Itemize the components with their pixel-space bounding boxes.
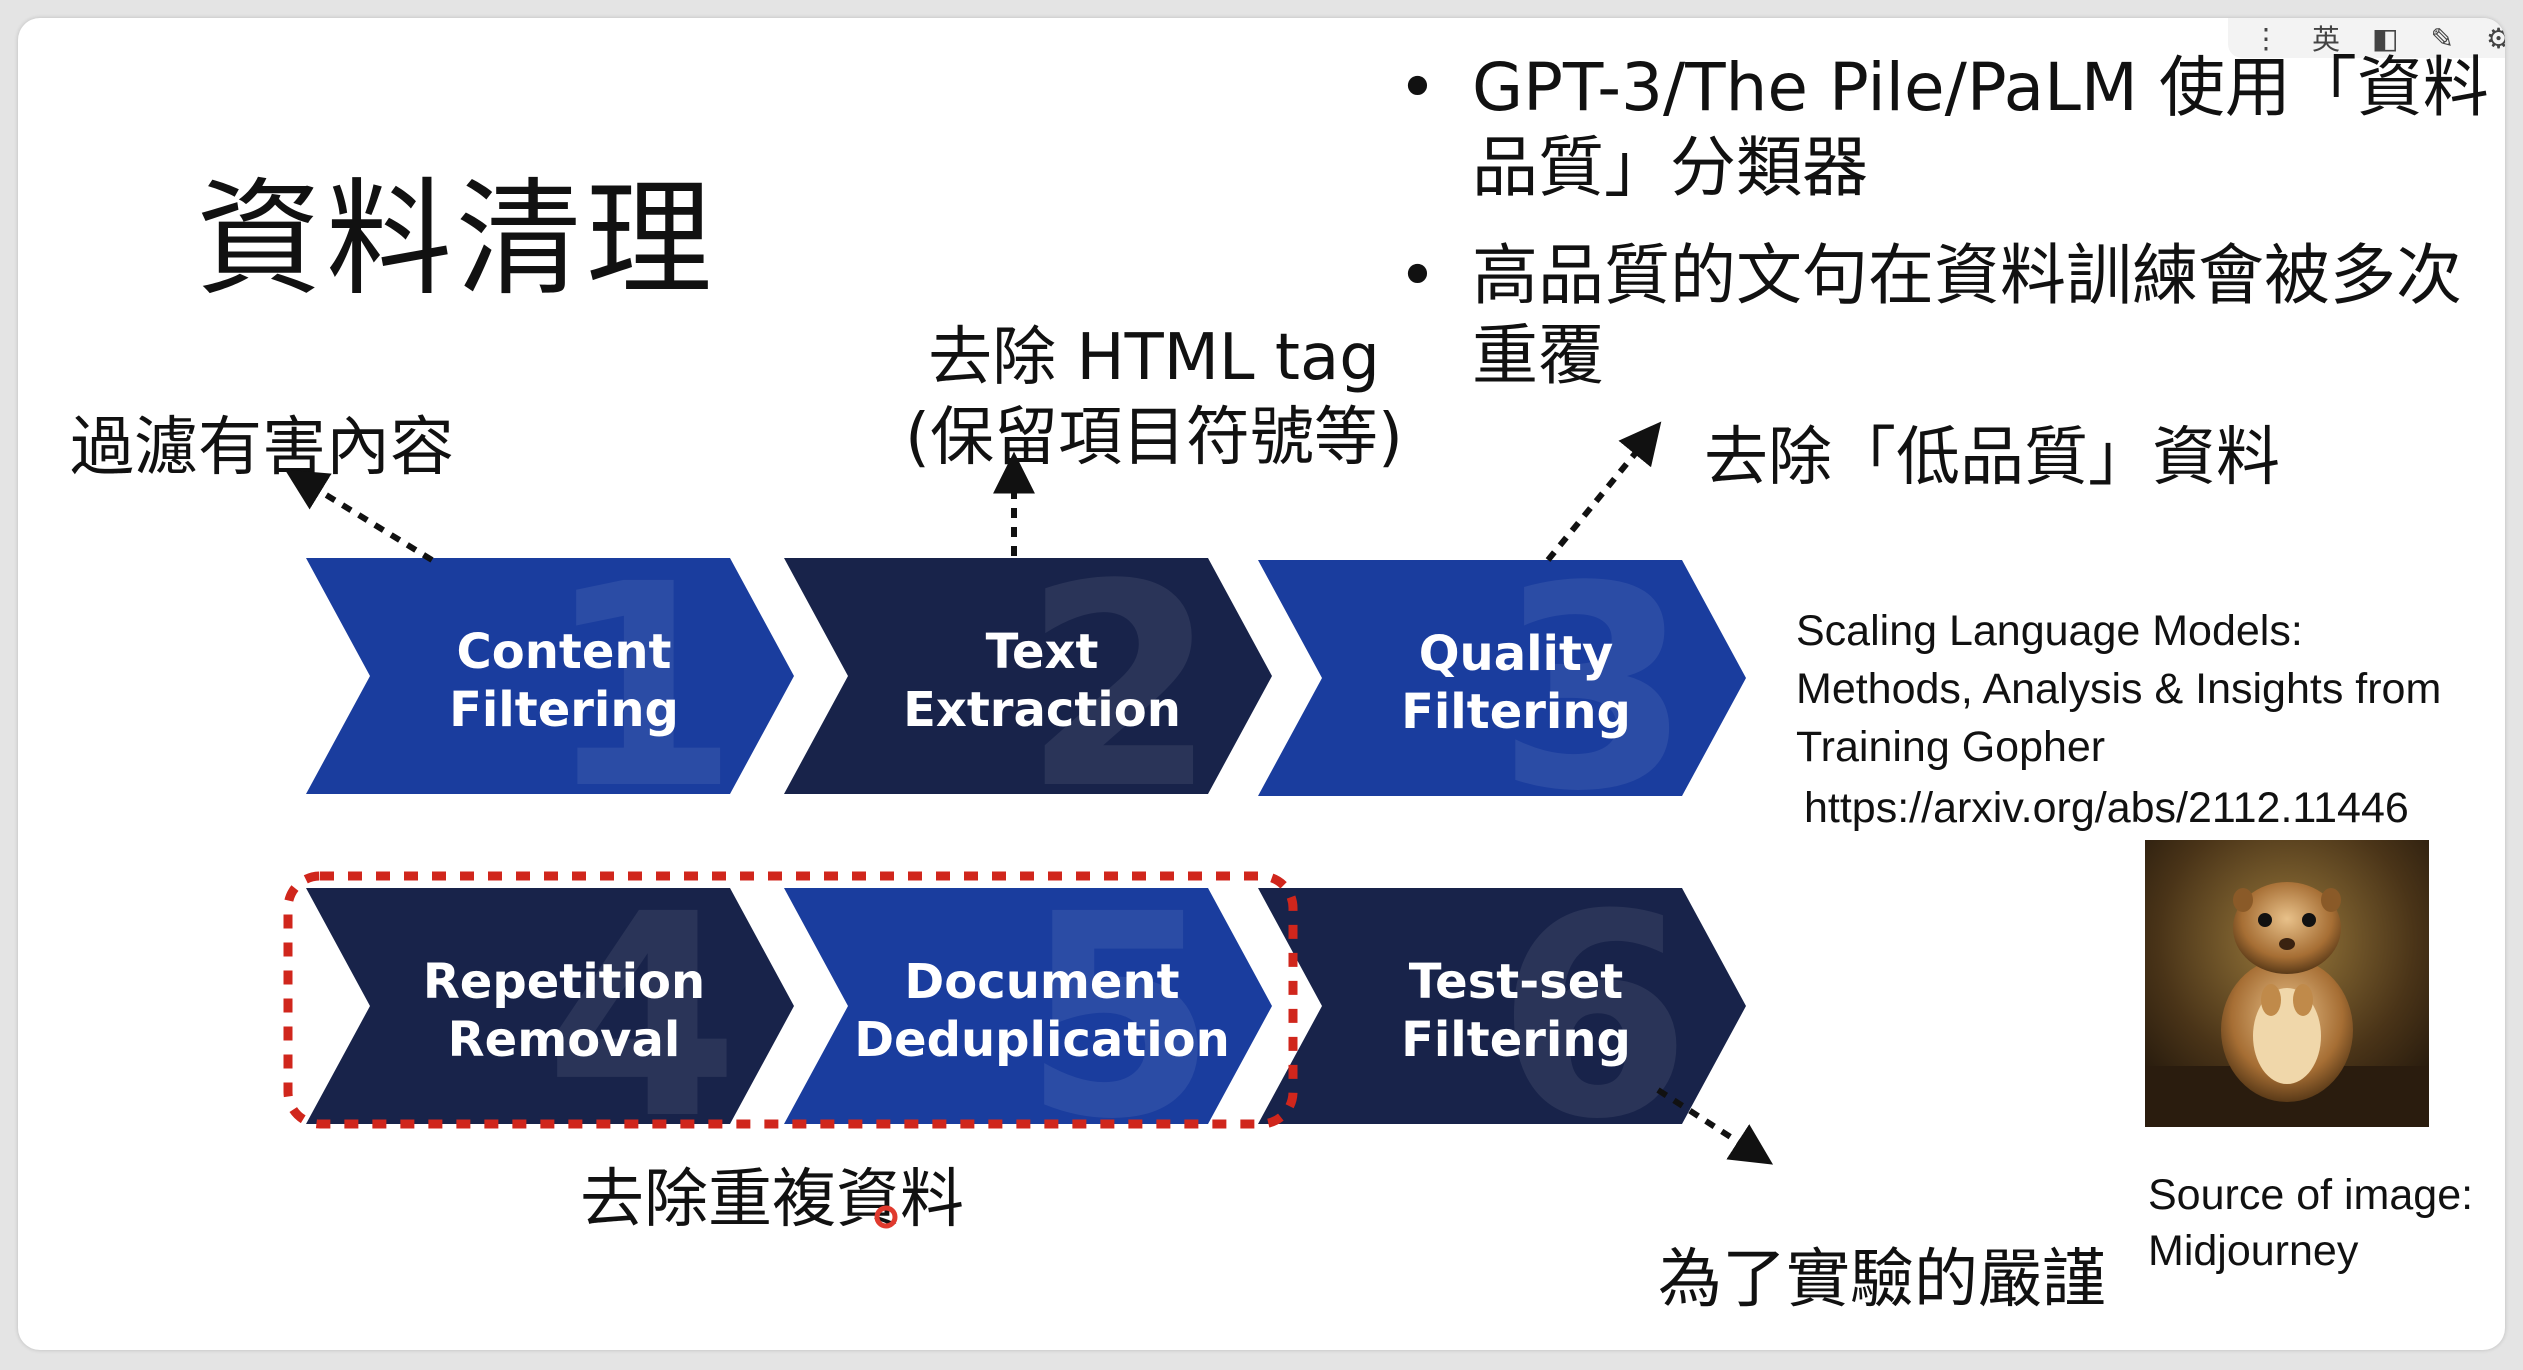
step-label: Quality (1419, 626, 1614, 682)
reference-line: Training Gopher (1796, 718, 2441, 776)
step-label: Document (904, 954, 1179, 1010)
step-label: Test-set (1409, 954, 1623, 1010)
step-label: Filtering (1401, 1012, 1631, 1068)
step-label: Filtering (1401, 684, 1631, 740)
step-label: Deduplication (854, 1012, 1230, 1068)
step-label: Filtering (449, 682, 679, 738)
cursor-dot-icon (877, 1208, 895, 1226)
arrow-to-filter-harmful (292, 474, 432, 560)
image-source-line: Midjourney (2148, 1223, 2473, 1279)
image-source-line: Source of image: (2148, 1167, 2473, 1223)
gopher-photo (2145, 840, 2429, 1127)
step-label: Removal (448, 1012, 681, 1068)
reference-block: Scaling Language Models: Methods, Analys… (1796, 602, 2441, 776)
slide: ⋮ 英 ◧ ✎ ⚙ 資料清理 • GPT-3/The Pile/PaLM 使用「… (18, 18, 2505, 1350)
reference-url[interactable]: https://arxiv.org/abs/2112.11446 (1804, 784, 2409, 833)
reference-line: Scaling Language Models: (1796, 602, 2441, 660)
image-source: Source of image: Midjourney (2148, 1167, 2473, 1279)
step-label: Extraction (903, 682, 1181, 738)
step-label: Repetition (423, 954, 705, 1010)
step-label: Text (986, 624, 1099, 680)
step-label: Content (457, 624, 672, 680)
reference-line: Methods, Analysis & Insights from (1796, 660, 2441, 718)
